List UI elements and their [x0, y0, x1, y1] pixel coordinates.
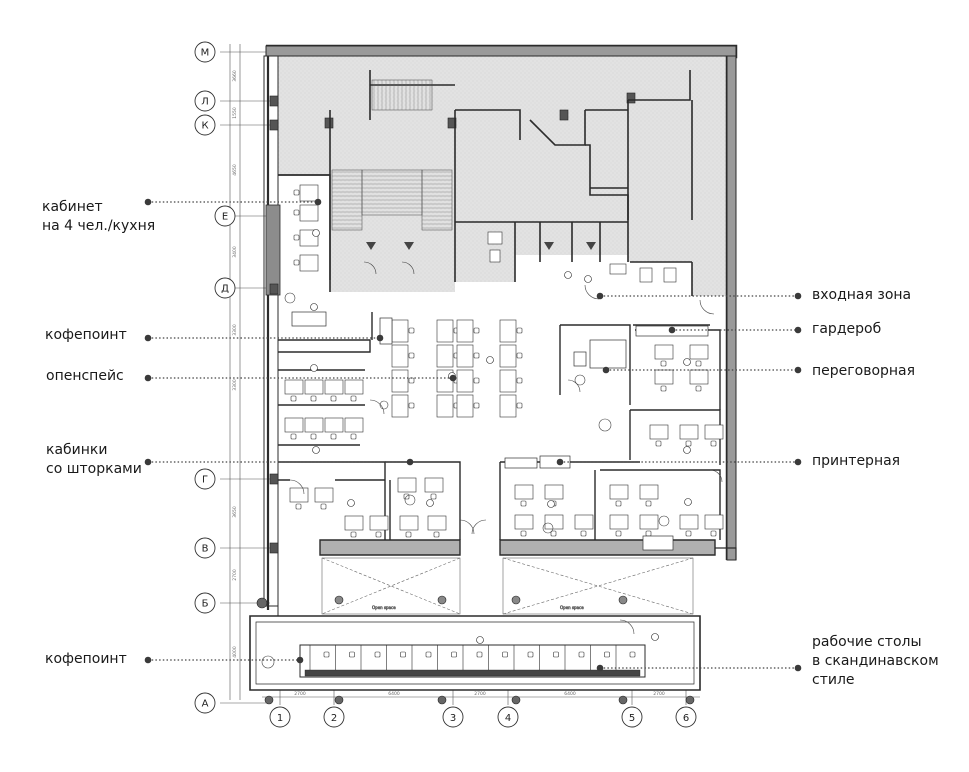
dim-vertical-6: 3650	[232, 506, 238, 518]
leader-4	[144, 656, 304, 664]
callout-openspace-line1: опенспейс	[46, 368, 124, 384]
dim-vertical-3: 3400	[232, 246, 238, 258]
horizontal-dimensions: 2700 6400 2700 6400 2700	[294, 691, 665, 697]
grid-row-label: Б	[202, 599, 209, 610]
callout-office4-line1: кабинет	[42, 199, 103, 215]
dim-vertical-0: 3660	[232, 70, 238, 82]
grid-col-label: 5	[629, 713, 635, 724]
callout-coffee2: кофепоинт	[45, 650, 127, 669]
stair-treads	[332, 80, 452, 229]
grid-col-3: 4	[497, 706, 519, 728]
leader-1	[144, 334, 384, 342]
grid-row-label: Г	[202, 475, 208, 486]
dim-vertical-1: 1550	[232, 107, 238, 119]
grid-col-label: 6	[683, 713, 689, 724]
grid-row-bubbles: М Л К Е Д Г В Б А	[194, 41, 236, 714]
grid-row-label: Л	[201, 97, 209, 108]
plants	[261, 292, 670, 669]
dim-horizontal-4: 2700	[653, 691, 665, 697]
callout-meeting-line1: переговорная	[812, 363, 916, 379]
dim-vertical-4: 3300	[232, 324, 238, 336]
grid-col-2: 3	[442, 706, 464, 728]
grid-row-label: А	[202, 699, 209, 710]
leader-3	[144, 458, 414, 466]
grid-col-5: 6	[675, 706, 697, 728]
dim-vertical-5: 3300	[232, 379, 238, 391]
grid-row-2: К	[194, 114, 216, 136]
callout-entry-line1: входная зона	[812, 287, 912, 303]
open-space-label-2: Open space	[560, 605, 584, 610]
callout-printer: принтерная	[812, 452, 900, 471]
hatched-zone	[278, 56, 727, 296]
dim-vertical-2: 4650	[232, 164, 238, 176]
grid-col-bubbles: 1 2 3 4 5 6	[269, 706, 697, 728]
dim-vertical-8: 4000	[232, 646, 238, 658]
grid-row-7: Б	[194, 592, 216, 614]
grid-col-label: 4	[505, 713, 511, 724]
callout-printer-line1: принтерная	[812, 453, 901, 469]
grid-axes	[220, 44, 700, 705]
scandi-desk-zone	[299, 644, 646, 678]
leader-5	[596, 292, 802, 300]
grid-row-label: К	[201, 121, 208, 132]
callout-openspace: опенспейс	[46, 367, 124, 386]
callout-leaders	[144, 198, 802, 672]
dim-horizontal-3: 6400	[564, 691, 576, 697]
callout-wardrobe: гардероб	[812, 320, 881, 339]
callout-coffee1: кофепоинт	[45, 326, 127, 345]
grid-row-6: В	[194, 537, 216, 559]
callout-scandi-line2: в скандинавском	[812, 653, 939, 669]
outer-walls	[249, 44, 738, 691]
grid-row-3: Е	[214, 205, 236, 227]
callout-entry: входная зона	[812, 286, 911, 305]
meeting-table	[573, 339, 627, 369]
dim-vertical-7: 2700	[232, 569, 238, 581]
grid-col-1: 2	[323, 706, 345, 728]
sanitary	[487, 231, 677, 283]
leader-8	[556, 458, 802, 466]
grid-row-0: М	[194, 41, 216, 63]
callout-wardrobe-line1: гардероб	[812, 321, 882, 337]
dim-horizontal-0: 2700	[294, 691, 306, 697]
callout-meeting: переговорная	[812, 362, 915, 381]
grid-col-4: 5	[621, 706, 643, 728]
grid-row-1: Л	[194, 90, 216, 112]
entry-markers	[366, 242, 596, 250]
callout-office4: кабинет на 4 чел./кухня	[42, 198, 155, 236]
leader-0	[144, 198, 322, 206]
leader-6	[668, 326, 802, 334]
callout-coffee2-line1: кофепоинт	[45, 651, 127, 667]
callout-scandi-line3: стиле	[812, 672, 855, 688]
grid-col-0: 1	[269, 706, 291, 728]
grid-row-label: М	[201, 48, 210, 59]
grid-col-label: 2	[331, 713, 337, 724]
grid-row-5: Г	[194, 468, 216, 490]
callout-booths: кабинки со шторками	[46, 441, 142, 479]
grid-row-label: Е	[222, 212, 228, 223]
grid-col-label: 1	[277, 713, 283, 724]
grid-row-label: Д	[221, 284, 229, 295]
grid-row-label: В	[202, 544, 209, 555]
callout-coffee1-line1: кофепоинт	[45, 327, 127, 343]
dim-horizontal-2: 2700	[474, 691, 486, 697]
grid-row-4: Д	[214, 277, 236, 299]
vertical-dimensions: 3660 1550 4650 3400 3300 3300 3650 2700 4000	[232, 70, 238, 658]
callout-office4-line2: на 4 чел./кухня	[42, 218, 156, 234]
callout-scandi-line1: рабочие столы	[812, 634, 922, 650]
callout-scandi: рабочие столы в скандинавском стиле	[812, 633, 939, 690]
dim-horizontal-1: 6400	[388, 691, 400, 697]
doors	[289, 261, 723, 635]
leader-2	[144, 374, 457, 382]
open-space-label-1: Open space	[372, 605, 396, 610]
grid-col-label: 3	[450, 713, 456, 724]
callout-booths-line2: со шторками	[46, 461, 142, 477]
grid-row-8: А	[194, 692, 216, 714]
open-space-zones: Open space Open space	[321, 557, 694, 615]
leader-7	[602, 366, 802, 374]
structural-columns	[256, 92, 695, 705]
callout-booths-line1: кабинки	[46, 442, 108, 458]
leader-9	[596, 664, 802, 672]
